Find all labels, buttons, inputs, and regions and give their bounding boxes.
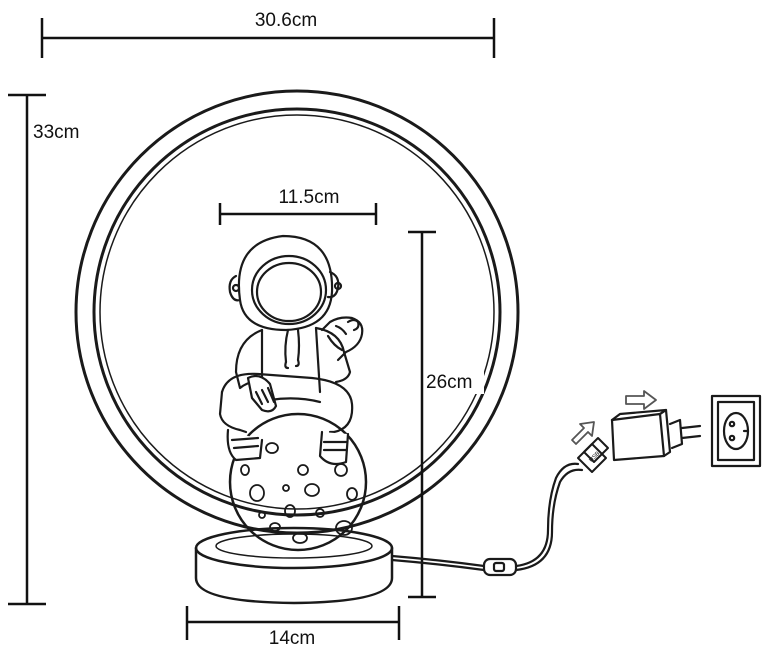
dimension-figure-height: 26cm <box>408 230 484 599</box>
moon-sphere <box>228 412 368 552</box>
arrow-right-icon <box>625 390 657 410</box>
lamp-base <box>194 526 394 605</box>
inline-switch <box>482 557 518 577</box>
label-total-height: 33cm <box>33 122 79 143</box>
arrow-right-up-icon <box>571 421 595 445</box>
dimension-figure-width: 11.5cm <box>218 187 378 225</box>
power-adapter <box>610 408 702 462</box>
power-cable <box>390 462 584 577</box>
label-total-width: 30.6cm <box>255 10 317 31</box>
usb-plug: USB <box>577 437 609 473</box>
dimension-total-height: 33cm <box>8 93 79 606</box>
moon-craters <box>240 442 358 544</box>
dimension-total-width: 30.6cm <box>40 10 496 58</box>
dimension-base-width: 14cm <box>185 606 401 649</box>
wall-socket <box>710 394 762 468</box>
label-figure-width: 11.5cm <box>279 187 340 208</box>
astronaut-figure <box>218 234 364 466</box>
lamp-ring <box>74 89 520 535</box>
label-base-width: 14cm <box>269 628 315 649</box>
label-figure-height: 26cm <box>426 372 472 393</box>
